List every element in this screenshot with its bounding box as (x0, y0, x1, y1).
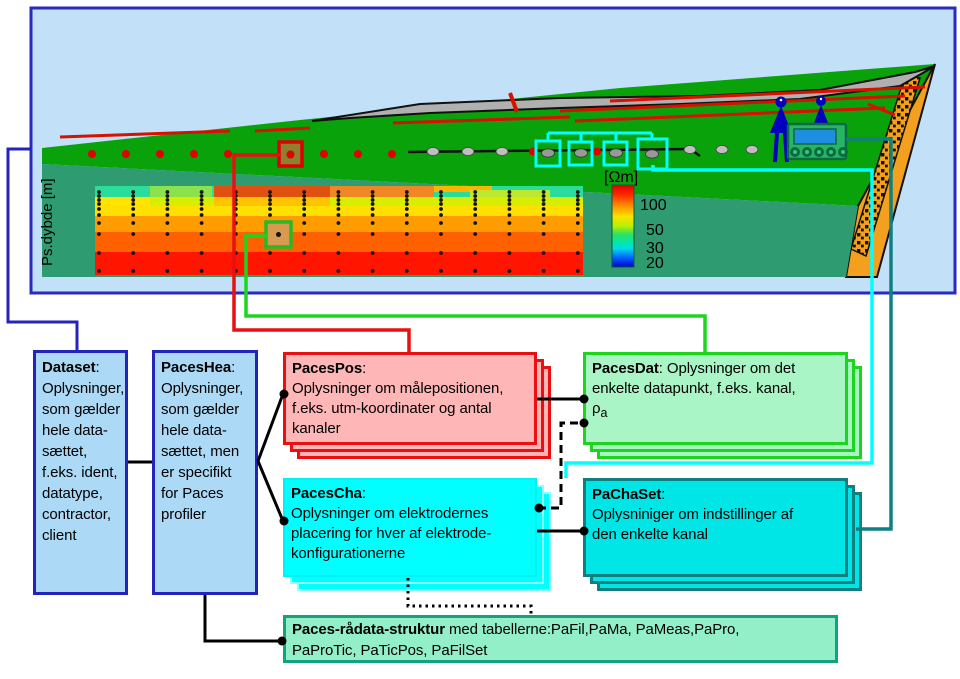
road-crossing-tick (508, 92, 519, 113)
raw-data-body: med tabellerne:PaFil,PaMa, PaMeas,PaPro,… (292, 621, 740, 659)
paceshea-body: : Oplysninger, som gælder hele data- sæt… (161, 359, 244, 523)
colorbar-tick-100: 100 (640, 197, 667, 214)
surveyor-person-icon (770, 96, 792, 163)
pacescha-title: PacesCha (291, 485, 362, 502)
pacescha-body: : Oplysninger om elektrodernes placering… (291, 485, 492, 562)
dataset-body: : Oplysninger, som gælder hele data- sæt… (42, 359, 125, 544)
pachaset-box: PaChaSet: Oplysniniger om indstillinger … (583, 478, 862, 591)
dataset-title: Dataset (42, 359, 96, 376)
raw-data-structure-box: Paces-rådata-struktur med tabellerne:PaF… (283, 615, 838, 663)
pacespos-title: PacesPos (292, 360, 363, 377)
pacesdat-title: PacesDat (592, 360, 659, 377)
colorbar-tick-20: 20 (646, 255, 664, 272)
resistivity-section (95, 186, 583, 275)
road (311, 65, 936, 122)
colorbar-tick-50: 50 (646, 222, 664, 239)
pacespos-box: PacesPos: Oplysninger om målepositionen,… (283, 352, 551, 459)
pacespos-body: : Oplysninger om målepositionen, f.eks. … (292, 360, 504, 437)
instrument-icon (786, 122, 848, 161)
pacesdat-box: PacesDat: Oplysninger om det enkelte dat… (583, 352, 862, 459)
raw-data-title: Paces-rådata-struktur (292, 621, 445, 638)
paceshea-box: PacesHea: Oplysninger, som gælder hele d… (152, 350, 258, 595)
survey-lines (59, 85, 926, 139)
pacescha-box: PacesCha: Oplysninger om elektrodernes p… (283, 478, 551, 591)
colorbar-unit-label: [Ωm] (604, 169, 638, 186)
pachaset-title: PaChaSet (592, 486, 662, 503)
dataset-box: Dataset: Oplysninger, som gælder hele da… (33, 350, 128, 595)
paceshea-title: PacesHea (161, 359, 232, 376)
depth-axis-label: Ps.dybde [m] (39, 178, 56, 266)
rho-subscript: a (600, 406, 608, 420)
pachaset-body: : Oplysniniger om indstillinger af den e… (592, 486, 794, 543)
